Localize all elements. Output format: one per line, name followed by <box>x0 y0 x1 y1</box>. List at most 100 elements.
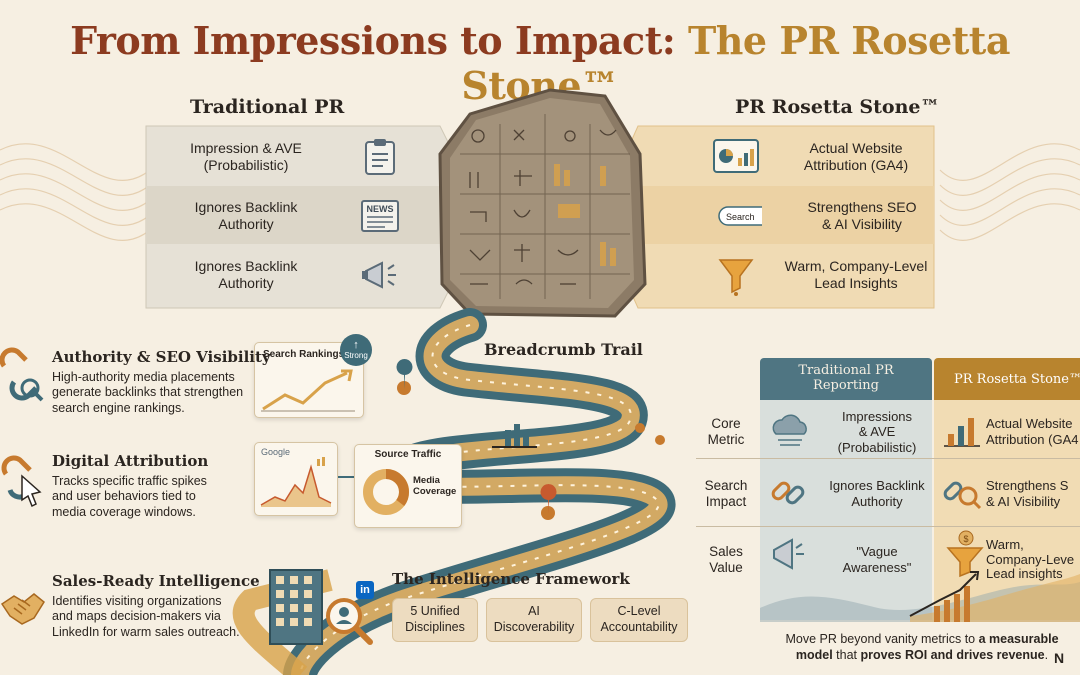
megaphone-icon <box>360 255 400 295</box>
title-part-2: The PR Rosetta Stone™ <box>461 18 1010 108</box>
table-header-traditional-label: Traditional PR Reporting <box>798 363 894 393</box>
framework-item-disciplines-label: 5 Unified Disciplines <box>405 604 465 634</box>
brand-logo: N <box>1054 650 1064 666</box>
search-bar-icon: Search <box>710 205 762 227</box>
table-header-rosetta: PR Rosetta Stone™ <box>934 358 1080 400</box>
table-divider-2 <box>696 526 1080 527</box>
framework-item-clevel: C-Level Accountability <box>590 598 688 642</box>
rosetta-panel <box>621 125 935 309</box>
table-row-label-search-impact-text: Search Impact <box>704 477 748 509</box>
donut-chart-icon <box>363 469 409 515</box>
table-cell-traditional-search-text: Ignores Backlink Authority <box>829 478 925 509</box>
feature-icon-chain-link <box>0 346 46 409</box>
analytics-dashboard-icon <box>710 138 762 176</box>
feature-authority-seo-heading: Authority & SEO Visibility <box>52 348 271 366</box>
table-row-label-search-impact: Search Impact <box>696 466 756 522</box>
table-cell-traditional-core: Impressions & AVE (Probabilistic) <box>822 406 932 458</box>
funnel-coin-icon: $ <box>944 530 984 583</box>
rosetta-row-2: Search Strengthens SEO & AI Visibility <box>710 187 950 245</box>
table-cell-rosetta-sales-text: Warm, Company-Leve Lead insights <box>986 536 1075 582</box>
linkedin-badge-text: in <box>360 584 370 596</box>
rising-chart-icon <box>261 369 355 412</box>
table-row-label-sales-value-text: Sales Value <box>709 543 743 575</box>
framework-heading: The Intelligence Framework <box>392 570 630 588</box>
arrow-to-source-traffic <box>338 476 354 478</box>
feature-authority-seo: Authority & SEO Visibility High-authorit… <box>52 348 312 416</box>
framework-item-clevel-label: C-Level Accountability <box>600 604 678 634</box>
media-coverage-label: Media Coverage <box>413 475 457 498</box>
brand-logo-text: N <box>1054 650 1065 666</box>
building-magnifier-icon <box>269 569 373 645</box>
traditional-pr-heading: Traditional PR <box>190 96 345 118</box>
table-col-traditional-bg <box>760 400 932 620</box>
table-cell-rosetta-sales: Warm, Company-Leve Lead insights <box>986 530 1080 590</box>
table-divider-1 <box>696 458 1080 459</box>
cloud-icon <box>768 410 812 455</box>
table-cell-traditional-search: Ignores Backlink Authority <box>822 466 932 522</box>
rosetta-row-3-label: Warm, Company-Level Lead Insights <box>784 258 928 291</box>
page-title: From Impressions to Impact: The PR Roset… <box>0 18 1080 108</box>
traditional-row-1: Impression & AVE (Probabilistic) <box>146 128 446 186</box>
traditional-row-1-label: Impression & AVE (Probabilistic) <box>190 140 302 173</box>
source-traffic-label: Source Traffic <box>374 449 442 460</box>
rising-bars-graphic <box>760 571 1080 622</box>
traditional-row-2: Ignores Backlink Authority NEWS <box>146 187 446 245</box>
feature-sales-ready-heading: Sales-Ready Intelligence <box>52 572 260 590</box>
table-cell-traditional-sales-text: "Vague Awareness" <box>842 544 912 575</box>
footer-text-bold-2: proves ROI and drives revenue <box>860 647 1045 662</box>
table-row-label-core-metric: Core Metric <box>696 406 756 458</box>
search-bar-text: Search <box>726 212 755 222</box>
clipboard-icon <box>360 137 400 177</box>
footer-text: Move PR beyond vanity metrics to a measu… <box>772 632 1072 663</box>
handshake-icon <box>0 584 46 635</box>
footer-text-end: . <box>1044 647 1049 662</box>
table-cell-rosetta-core: Actual Website Attribution (GA4 <box>986 406 1080 458</box>
feature-digital-attribution-desc: Tracks specific traffic spikes and user … <box>52 474 207 519</box>
breadcrumb-trail-label: Breadcrumb Trail <box>484 340 643 359</box>
rosetta-stone-image <box>438 88 647 318</box>
traffic-spike-chart-icon <box>260 457 332 507</box>
traditional-row-3: Ignores Backlink Authority <box>146 246 446 304</box>
table-header-traditional: Traditional PR Reporting <box>760 358 932 400</box>
feature-icon-cursor-link <box>0 450 46 517</box>
feature-sales-ready: Sales-Ready Intelligence Identifies visi… <box>52 572 312 640</box>
funnel-icon <box>710 254 762 296</box>
footer-text-plain-2: that <box>832 647 861 662</box>
traditional-row-3-label: Ignores Backlink Authority <box>194 258 298 291</box>
newspaper-icon: NEWS <box>360 196 400 236</box>
framework-item-ai: AI Discoverability <box>486 598 582 642</box>
rosetta-heading: PR Rosetta Stone™ <box>735 96 940 118</box>
table-cell-rosetta-search-text: Strengthens S & AI Visibility <box>986 478 1069 509</box>
strong-badge: ↑ Strong <box>340 334 372 366</box>
google-analytics-card: Google <box>254 442 338 516</box>
magnifier-link-icon <box>940 472 984 517</box>
source-traffic-card: Source Traffic Media Coverage <box>354 444 462 528</box>
search-rankings-card: Search Rankings <box>254 342 364 418</box>
feature-digital-attribution: Digital Attribution Tracks specific traf… <box>52 452 312 520</box>
rosetta-row-1: Actual Website Attribution (GA4) <box>710 128 950 186</box>
traditional-row-2-label: Ignores Backlink Authority <box>194 199 298 232</box>
rosetta-row-1-label: Actual Website Attribution (GA4) <box>803 140 909 173</box>
bar-chart-icon <box>940 410 984 455</box>
megaphone-icon <box>768 534 808 579</box>
table-cell-traditional-core-text: Impressions & AVE (Probabilistic) <box>837 408 917 455</box>
table-cell-traditional-sales: "Vague Awareness" <box>822 532 932 588</box>
feature-sales-ready-desc: Identifies visiting organizations and ma… <box>52 594 240 639</box>
framework-item-ai-label: AI Discoverability <box>493 604 575 634</box>
comparison-table: Traditional PR Reporting PR Rosetta Ston… <box>696 354 1080 624</box>
newspaper-icon-text: NEWS <box>367 204 394 214</box>
title-part-1: From Impressions to Impact: <box>70 18 676 63</box>
table-cell-rosetta-search: Strengthens S & AI Visibility <box>986 466 1080 522</box>
footer-text-plain: Move PR beyond vanity metrics to <box>785 632 979 646</box>
feature-authority-seo-desc: High-authority media placements generate… <box>52 370 244 415</box>
rosetta-row-3: Warm, Company-Level Lead Insights <box>710 246 950 304</box>
footer-text-bold: a measurable model <box>795 632 1059 662</box>
svg-text:$: $ <box>963 534 968 544</box>
chain-link-icon <box>768 472 808 517</box>
rosetta-row-2-label: Strengthens SEO & AI Visibility <box>807 199 917 232</box>
table-cell-rosetta-core-text: Actual Website Attribution (GA4 <box>986 416 1079 447</box>
google-label: Google <box>261 447 291 457</box>
strong-badge-label: Strong <box>344 351 368 360</box>
linkedin-badge: in <box>356 581 374 599</box>
